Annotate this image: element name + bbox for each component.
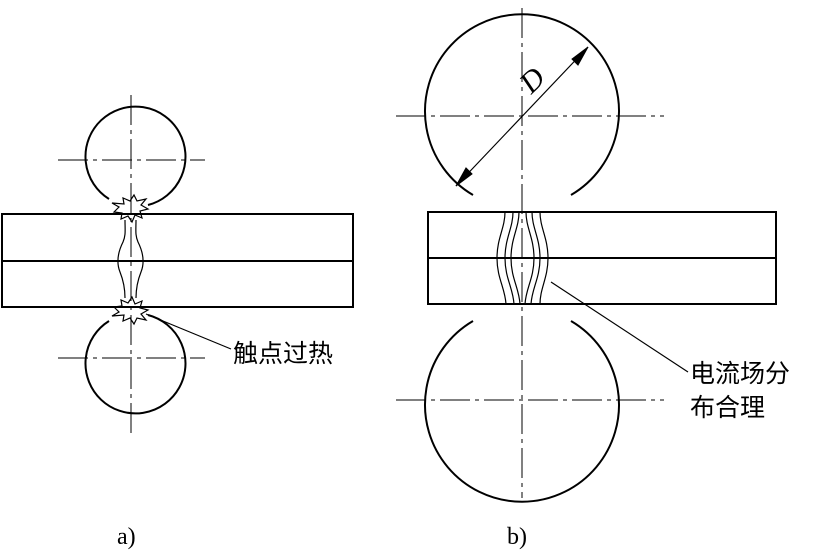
panel-a-upper-electrode [84,105,187,206]
panel-a-top-hotspot-spark [111,193,150,224]
panel-b-current-line-5 [530,211,541,305]
panel-a: 触点过热 a) [1,95,354,550]
panel-b-diameter-arrow-top [571,46,589,66]
panel-b-annotation-line-1: 电流场分 [690,359,790,388]
panel-a-label: a) [117,524,136,550]
panel-a-annotation-leader [145,313,232,350]
panel-b-current-line-4 [524,211,535,305]
panel-b-current-line-2 [504,211,515,305]
panel-b: D 电流场分 布合理 b) [396,8,790,550]
panel-b-diameter-arrow-bottom [455,167,473,187]
panel-b-diameter-label: D [512,61,551,101]
panel-b-current-line-6 [539,211,549,305]
panel-a-annotation: 触点过热 [233,339,333,368]
panel-b-annotation-leader [550,281,689,373]
panel-a-bottom-hotspot-spark [111,295,150,326]
panel-a-lower-electrode [84,314,187,415]
panel-b-current-line-3 [510,211,521,305]
panel-a-narrow-current-channel-right [135,219,144,299]
panel-b-annotation-line-2: 布合理 [690,393,765,422]
panel-b-diameter-dimension-line [455,46,589,187]
panel-b-current-line-1 [496,211,507,305]
panel-b-lower-electrode [424,320,620,503]
panel-b-label: b) [507,524,527,550]
panel-a-narrow-current-channel [117,219,126,299]
